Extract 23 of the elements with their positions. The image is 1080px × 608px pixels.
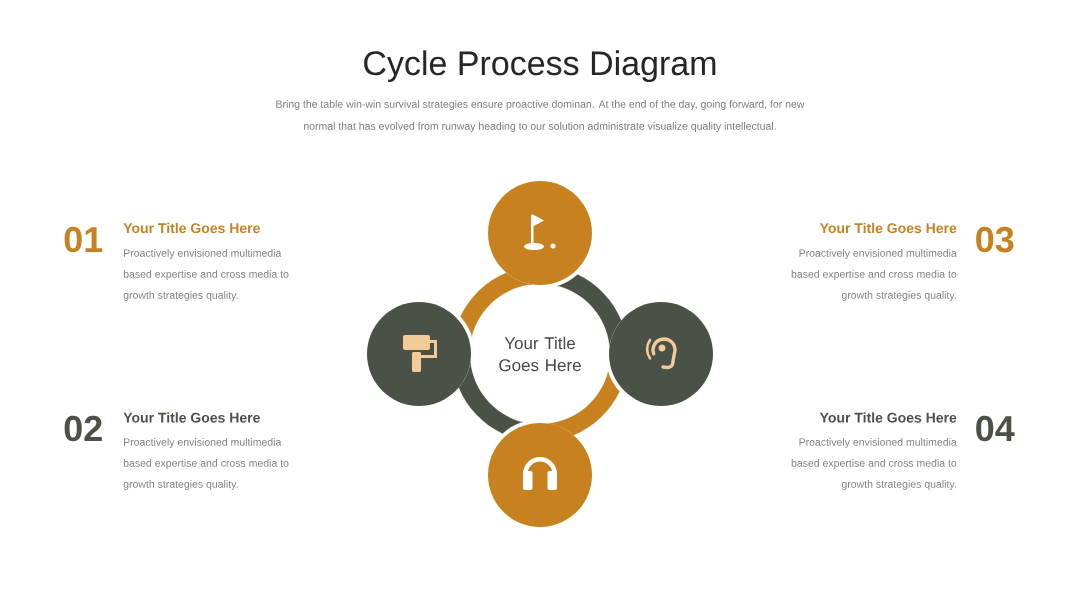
step-circle (609, 302, 713, 406)
step-circle (488, 423, 592, 527)
step-number: 04 (976, 415, 1015, 442)
ring-arc (458, 361, 523, 434)
step-description: Proactively envisioned multimedia based expertise and cross media to growth strategies quality. (791, 438, 957, 490)
step-number: 03 (976, 226, 1014, 253)
step-number: 02 (64, 415, 102, 442)
ring-arc (460, 272, 533, 337)
ring-arc (547, 371, 620, 436)
step-number: 01 (64, 226, 103, 253)
step-description: Proactively envisioned multimedia based expertise and cross media to growth strategies quality. (123, 438, 289, 490)
step-heading: Your Title Goes Here (123, 412, 260, 423)
step-description: Proactively envisioned multimedia based expertise and cross media to growth strategies quality. (791, 249, 957, 301)
ring-arc (557, 274, 622, 347)
center-title: Your Title Goes Here (499, 336, 581, 372)
step-description: Proactively envisioned multimedia based expertise and cross media to growth strategies quality. (123, 249, 289, 301)
title: Cycle Process Diagram (364, 50, 716, 83)
step-heading: Your Title Goes Here (819, 222, 957, 234)
step-circle (367, 302, 471, 406)
step-circle (488, 181, 592, 285)
step-heading: Your Title Goes Here (123, 222, 260, 234)
subtitle: Bring the table win-win survival strategies ensure proactive dominan. At the end of the day, going forward, for new normal that has evolved from runway heading to our solution administrate visualize quality intellectual. (276, 100, 805, 132)
step-heading: Your Title Goes Here (819, 412, 957, 423)
